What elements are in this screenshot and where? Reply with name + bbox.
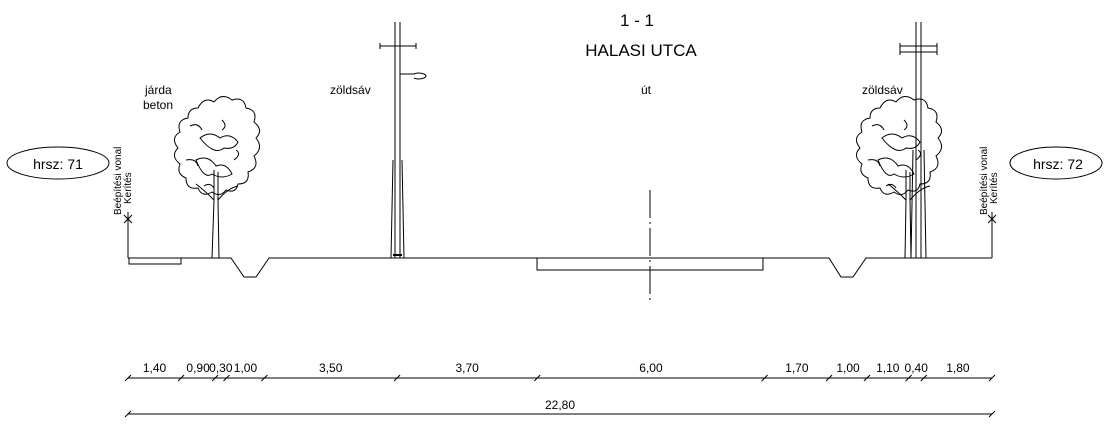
property-marker-right [987,212,997,258]
dimension-tick [920,374,928,382]
segment-dimension-label: 1,70 [785,361,809,375]
green-strip-left-label: zöldsáv [330,83,371,97]
dimension-tick [988,374,996,382]
street-lamp-pole-icon [379,22,427,259]
dimension-tick [905,374,912,382]
dimension-tick [177,374,185,382]
segment-dimension-label: 6,00 [639,361,663,375]
dimension-tick [761,374,768,382]
sidewalk-label-line1: járda [144,83,172,97]
ground-profile [128,257,992,278]
dimension-tick [533,374,541,382]
utility-pole-right-icon [899,22,938,259]
segment-dimension-label: 0,90 [186,361,210,375]
segment-dimension-label: 1,00 [836,361,860,375]
property-marker-left [123,212,133,258]
segment-dimension-label: 1,00 [234,361,258,375]
parcel-left-badge: hrsz: 71 [6,146,110,180]
sidewalk-slab [128,257,182,265]
street-title: HALASI UTCA [585,41,697,60]
dimension-tick [825,374,833,382]
parcel-left-label: hrsz: 71 [33,156,83,172]
segment-dimension-label: 3,70 [455,361,479,375]
fence-right-label: Kerítés [989,172,1000,204]
segment-dimension-label: 0,40 [905,361,929,375]
dimension-tick [863,374,871,382]
parcel-right-badge: hrsz: 72 [1009,146,1103,180]
segment-dimension-label: 3,50 [319,361,343,375]
segment-dimension-label: 1,40 [143,361,167,375]
parcel-right-label: hrsz: 72 [1033,156,1083,172]
dimension-tick [223,374,230,382]
building-line-right-label: Beépítési vonal [979,147,990,215]
total-dimension-label: 22,80 [545,398,575,412]
dimension-tick [393,374,401,382]
segment-dimension-label: 1,10 [876,361,900,375]
fence-left-label: Kerítés [123,172,134,204]
dimension-tick [124,374,132,382]
road-label: út [641,83,652,97]
tree-right-icon [856,96,942,259]
segment-dimension-label: 0,30 [209,361,233,375]
total-dimension-line: 22,80 [124,398,996,418]
dimension-tick [261,374,268,382]
tree-left-icon [174,96,260,259]
segment-dimension-label: 1,80 [946,361,970,375]
sidewalk-label-line2: beton [143,98,173,112]
green-strip-right-label: zöldsáv [862,83,903,97]
dimension-tick [211,374,219,382]
building-line-left-label: Beépítési vonal [113,147,124,215]
section-label: 1 - 1 [620,11,654,30]
